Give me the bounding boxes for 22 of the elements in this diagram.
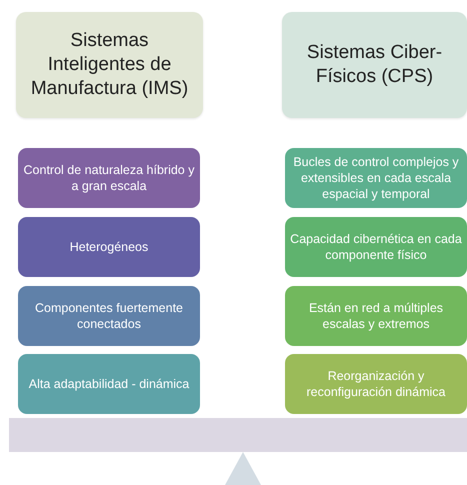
feature-box [285, 217, 467, 277]
feature-box [18, 148, 200, 208]
feature-box [285, 354, 467, 414]
heading-box [282, 12, 467, 118]
fulcrum-triangle [225, 452, 261, 485]
box-text: Componentes fuertemente conectados [34, 300, 184, 332]
box-text: Reorganización y reconfiguración dinámica [306, 368, 446, 400]
feature-box [18, 286, 200, 346]
heading-box [16, 12, 203, 118]
box-text: Alta adaptabilidad - dinámica [28, 376, 190, 392]
box-text: Bucles de control complejos y extensibles en cada escala espacial y temporal [292, 154, 460, 202]
box-text: Heterogéneos [70, 238, 148, 256]
feature-box [285, 286, 467, 346]
box-text: Capacidad cibernética en cada componente físico [290, 230, 462, 264]
box-text: Control de naturaleza híbrido y a gran escala [23, 162, 195, 194]
feature-box [18, 354, 200, 414]
box-text: Sistemas Ciber-Físicos (CPS) [306, 41, 444, 89]
feature-box [285, 148, 467, 208]
box-text: Sistemas Inteligentes de Manufactura (IMS) [30, 29, 190, 101]
box-text: Están en red a múltiples escalas y extremos [308, 300, 444, 332]
balance-beam [9, 418, 467, 452]
feature-box [18, 217, 200, 277]
